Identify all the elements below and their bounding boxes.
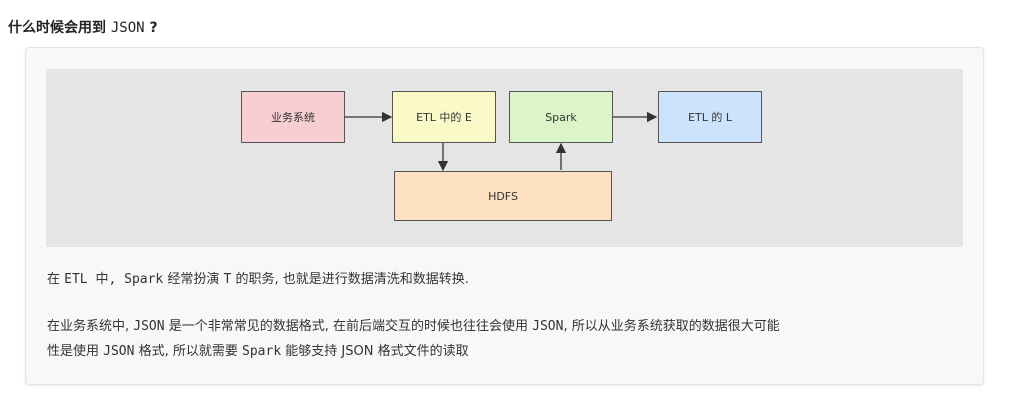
p2-code-4: Spark xyxy=(242,344,282,359)
p1-text-1: 在 xyxy=(47,272,61,287)
node-business-system-label: 业务系统 xyxy=(271,111,315,124)
p1-text-3: 的职务, 也就是进行数据清洗和数据转换. xyxy=(235,272,469,287)
p2-text-3: , 所以从业务系统获取的数据很大可能 xyxy=(563,319,780,334)
p2-text-2: 是一个非常常见的数据格式, 在前后端交互的时候也往往会使用 xyxy=(168,319,528,334)
diagram-arrows xyxy=(344,111,658,172)
heading-text: 什么时候会用到 xyxy=(8,20,106,36)
etl-diagram: 业务系统 ETL 中的 E Spark ETL 的 L HDFS xyxy=(46,69,963,247)
heading-code: JSON xyxy=(110,20,145,36)
p1-code-1: ETL 中, Spark xyxy=(64,272,164,287)
node-etl-e-label: ETL 中的 E xyxy=(416,111,472,124)
p2-line-2: 性是使用 JSON 格式, 所以就需要 Spark 能够支持 JSON 格式文件… xyxy=(47,339,780,364)
p2-code-3: JSON xyxy=(103,344,135,359)
node-spark-label: Spark xyxy=(545,110,577,124)
content-card: 业务系统 ETL 中的 E Spark ETL 的 L HDFS 在 ETL 中… xyxy=(25,47,984,385)
node-spark: Spark xyxy=(509,91,613,143)
p2-code-2: JSON xyxy=(532,319,564,334)
p2-line-1: 在业务系统中, JSON 是一个非常常见的数据格式, 在前后端交互的时候也往往会… xyxy=(47,314,780,339)
node-hdfs-label: HDFS xyxy=(488,189,518,203)
section-heading: 什么时候会用到 JSON ? xyxy=(8,17,158,37)
node-etl-e: ETL 中的 E xyxy=(392,91,496,143)
p1-text-2: 经常扮演 xyxy=(167,272,220,287)
node-hdfs: HDFS xyxy=(394,171,612,221)
node-etl-l-label: ETL 的 L xyxy=(688,111,732,124)
heading-suffix: ? xyxy=(149,20,158,36)
p2-text-6: 能够支持 JSON 格式文件的读取 xyxy=(285,344,469,359)
paragraph-json: 在业务系统中, JSON 是一个非常常见的数据格式, 在前后端交互的时候也往往会… xyxy=(47,314,780,364)
node-etl-l: ETL 的 L xyxy=(658,91,762,143)
paragraph-etl: 在 ETL 中, Spark 经常扮演 T 的职务, 也就是进行数据清洗和数据转… xyxy=(47,267,469,292)
p2-code-1: JSON xyxy=(133,319,165,334)
p2-text-4: 性是使用 xyxy=(47,344,100,359)
p2-text-5: 格式, 所以就需要 xyxy=(138,344,238,359)
node-business-system: 业务系统 xyxy=(241,91,345,143)
p1-code-2: T xyxy=(223,272,232,287)
p2-text-1: 在业务系统中, xyxy=(47,319,130,334)
